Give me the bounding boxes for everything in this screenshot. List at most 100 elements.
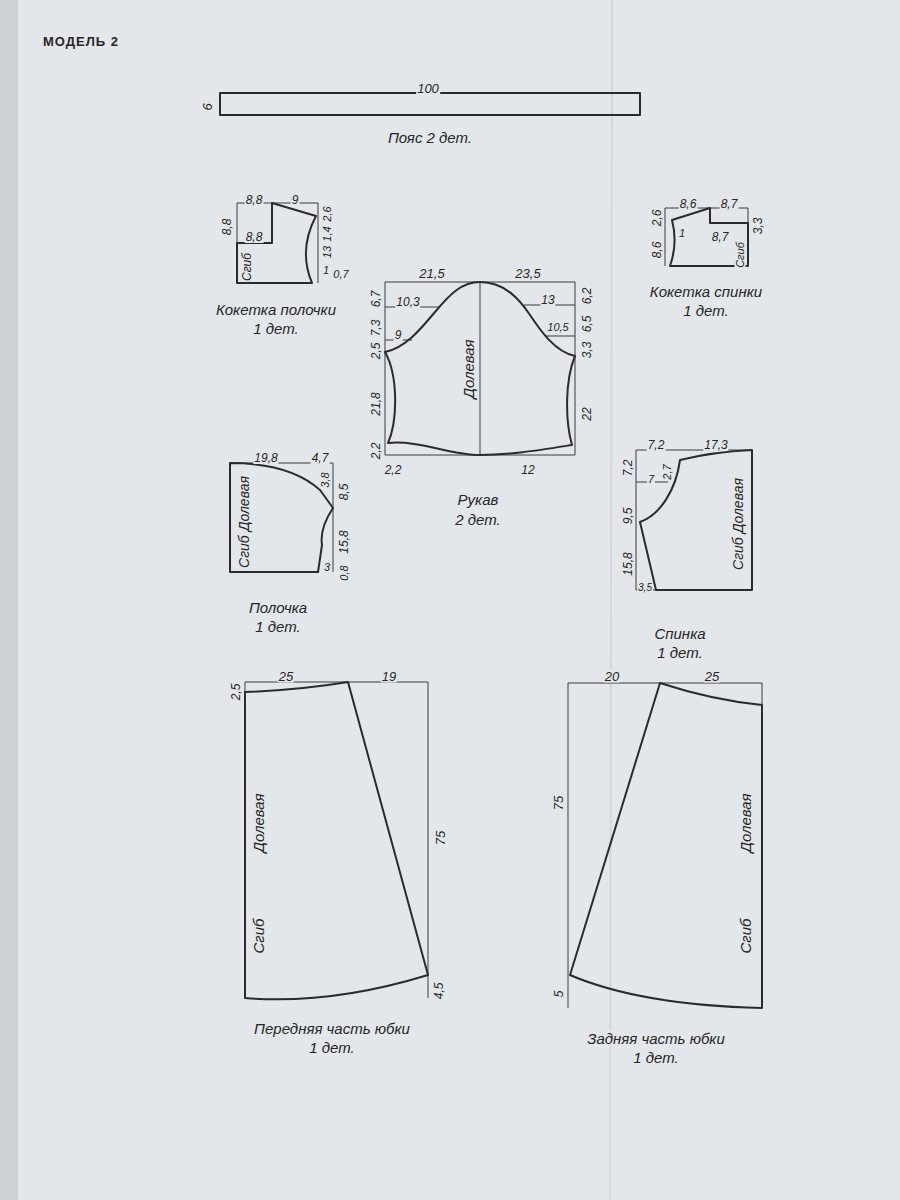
dimension-label: 6,5 bbox=[581, 315, 593, 334]
piece-caption: Спинка bbox=[653, 626, 706, 641]
dimension-label: 22 bbox=[581, 406, 593, 421]
dimension-label: 21,5 bbox=[418, 267, 445, 280]
dimension-label: 10,3 bbox=[395, 296, 420, 308]
dimension-label: 6 bbox=[201, 102, 214, 111]
construction-line bbox=[636, 450, 752, 590]
pattern-piece: Сгиб ДолеваяПередняя часть юбки 1 дет. bbox=[228, 662, 453, 1059]
piece-caption: Кокетка полочки bbox=[215, 302, 337, 317]
dimension-label: 10,5 bbox=[546, 322, 569, 333]
grain-mark: Сгиб bbox=[738, 917, 753, 954]
dimension-label: 4,5 bbox=[433, 982, 445, 1001]
dimension-label: 9,5 bbox=[622, 507, 634, 526]
dimension-label: 4,7 bbox=[311, 452, 330, 464]
dimension-label: 3,3 bbox=[752, 217, 764, 236]
dimension-label: 2,6 bbox=[322, 205, 333, 222]
dimension-label: 8,5 bbox=[338, 483, 350, 502]
pattern-piece: СгибКокетка спинки 1 дет. bbox=[648, 192, 767, 322]
page-title: МОДЕЛЬ 2 bbox=[42, 35, 120, 48]
piece-contour bbox=[220, 93, 640, 115]
construction-line bbox=[245, 682, 428, 998]
dimension-label: 8,6 bbox=[679, 198, 698, 210]
dimension-label: 2,7 bbox=[662, 463, 673, 480]
dimension-label: 7,3 bbox=[370, 319, 382, 338]
grain-mark: Сгиб Долевая bbox=[237, 475, 251, 569]
dimension-label: 75 bbox=[434, 830, 447, 846]
dimension-label: 23,5 bbox=[514, 267, 541, 280]
piece-caption: Рукав bbox=[457, 492, 500, 507]
dimension-label: 17,3 bbox=[703, 439, 728, 451]
dimension-label: 7,2 bbox=[622, 459, 634, 478]
dimension-label: 2,2 bbox=[384, 464, 403, 476]
construction-line bbox=[568, 683, 762, 1008]
piece-caption: Полочка bbox=[248, 600, 308, 615]
dimension-label: 8,8 bbox=[245, 231, 264, 243]
dimension-label: 75 bbox=[552, 795, 565, 811]
piece-caption: 1 дет. bbox=[656, 645, 703, 660]
pattern-piece-outline bbox=[228, 662, 453, 1057]
piece-caption: 2 дет. bbox=[454, 512, 501, 527]
grain-mark: Сгиб bbox=[241, 252, 253, 282]
dimension-label: 0,7 bbox=[332, 269, 349, 280]
dimension-label: 1 bbox=[322, 265, 330, 276]
piece-contour bbox=[237, 203, 316, 283]
dimension-label: 8,8 bbox=[245, 194, 264, 206]
piece-caption: 1 дет. bbox=[682, 303, 729, 318]
piece-caption: Задняя часть юбки bbox=[586, 1031, 726, 1046]
piece-caption: Передняя часть юбки bbox=[253, 1021, 411, 1036]
pattern-piece-outline bbox=[548, 662, 773, 1067]
construction-line bbox=[385, 282, 575, 455]
dimension-label: 2,2 bbox=[370, 442, 382, 461]
piece-contour bbox=[230, 463, 333, 572]
dimension-label: 9 bbox=[291, 194, 300, 206]
dimension-label: 8,7 bbox=[711, 231, 730, 243]
dimension-label: 2,5 bbox=[370, 342, 382, 361]
piece-caption: 1 дет. bbox=[254, 619, 301, 634]
piece-caption: 1 дет. bbox=[308, 1040, 355, 1055]
grain-mark: Долевая bbox=[461, 338, 476, 399]
dimension-label: 3,3 bbox=[581, 341, 593, 360]
dimension-label: 8,6 bbox=[651, 241, 663, 260]
dimension-label: 6,7 bbox=[370, 290, 382, 309]
dimension-label: 5 bbox=[553, 990, 565, 999]
paper-fold bbox=[610, 0, 612, 1200]
dimension-label: 3,5 bbox=[637, 583, 653, 593]
dimension-label: 0,8 bbox=[339, 564, 350, 581]
dimension-label: 15,8 bbox=[338, 529, 350, 554]
dimension-label: 3 bbox=[323, 562, 331, 573]
dimension-label: 12 bbox=[520, 464, 535, 476]
dimension-label: 25 bbox=[278, 670, 294, 683]
grain-mark: Сгиб bbox=[251, 917, 266, 954]
dimension-label: 8,8 bbox=[221, 218, 233, 237]
dimension-label: 100 bbox=[416, 82, 440, 95]
dimension-label: 1,4 bbox=[322, 225, 333, 242]
dimension-label: 20 bbox=[604, 670, 620, 683]
construction-line bbox=[237, 203, 318, 283]
dimension-label: 7,2 bbox=[647, 439, 666, 451]
piece-contour bbox=[245, 682, 428, 999]
piece-contour bbox=[640, 450, 752, 590]
dimension-label: 19 bbox=[381, 670, 397, 683]
grain-mark: Долевая bbox=[738, 792, 753, 853]
dimension-label: 21,8 bbox=[370, 391, 382, 416]
piece-caption: 1 дет. bbox=[252, 321, 299, 336]
dimension-label: 1 bbox=[678, 228, 686, 239]
dimension-label: 7 bbox=[647, 474, 655, 485]
piece-caption: Пояс 2 дет. bbox=[387, 130, 473, 145]
grain-mark: Сгиб bbox=[735, 241, 746, 269]
dimension-label: 13 bbox=[322, 245, 333, 259]
piece-contour bbox=[570, 683, 762, 1008]
dimension-label: 19,8 bbox=[253, 452, 278, 464]
piece-caption: 1 дет. bbox=[632, 1050, 679, 1065]
dimension-label: 25 bbox=[704, 670, 720, 683]
dimension-label: 13 bbox=[540, 294, 555, 306]
pattern-piece: Сгиб ДолеваяЗадняя часть юбки 1 дет. bbox=[548, 662, 773, 1069]
piece-caption: Кокетка спинки bbox=[649, 284, 763, 299]
dimension-label: 6,2 bbox=[581, 287, 593, 306]
dimension-label: 3,8 bbox=[320, 471, 331, 488]
dimension-label: 2,5 bbox=[230, 683, 242, 702]
grain-mark: Долевая bbox=[251, 792, 266, 853]
dimension-label: 15,8 bbox=[622, 551, 634, 576]
grain-mark: Сгиб Долевая bbox=[731, 477, 745, 571]
dimension-label: 8,7 bbox=[720, 198, 739, 210]
